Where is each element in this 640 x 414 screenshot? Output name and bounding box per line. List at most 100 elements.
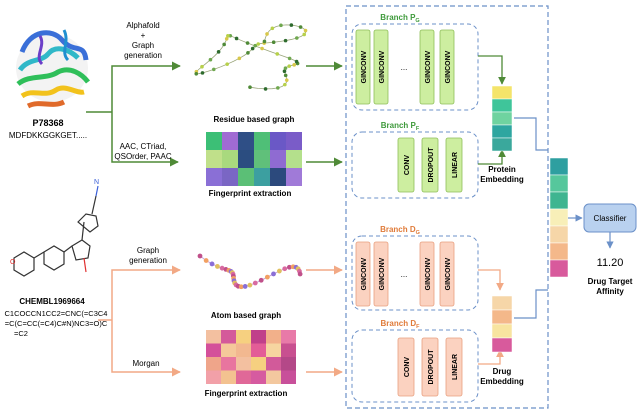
residue-graph-image bbox=[194, 23, 308, 91]
residue-node bbox=[246, 51, 250, 55]
layer-label: DROPOUT bbox=[428, 147, 435, 183]
layer-block bbox=[445, 137, 463, 193]
drug-fingerprint-cell bbox=[251, 330, 266, 344]
drug-fingerprint-cell bbox=[221, 357, 236, 371]
ginconv-block bbox=[419, 241, 435, 307]
drug-fingerprint-cell bbox=[236, 343, 251, 357]
atom-graph-caption: Atom based graph bbox=[211, 311, 281, 320]
combined-embedding-cell bbox=[549, 191, 569, 210]
protein-embedding-cell bbox=[491, 98, 513, 113]
residue-node bbox=[270, 26, 275, 31]
combined-embedding-cell bbox=[549, 259, 569, 278]
protein-embedding-label-line2: Embedding bbox=[480, 175, 524, 184]
residue-node bbox=[295, 36, 299, 40]
branch-df: Branch DF bbox=[351, 319, 479, 403]
residue-chain bbox=[195, 24, 307, 90]
drug-embedding-stack bbox=[491, 295, 513, 353]
affinity-value: 11.20 bbox=[597, 257, 624, 269]
protein-route-graph-line4: generation bbox=[124, 51, 162, 60]
layer-label: CONV bbox=[404, 155, 411, 176]
branch-dg-title: Branch D bbox=[380, 225, 416, 234]
drug-fingerprint-cell bbox=[251, 370, 266, 384]
protein-fingerprint-caption: Fingerprint extraction bbox=[209, 189, 292, 198]
drug-fingerprint-cell bbox=[206, 357, 221, 371]
protein-fingerprint-cell bbox=[206, 132, 222, 150]
protein-fingerprint-cell bbox=[286, 150, 302, 168]
residue-node bbox=[245, 41, 250, 45]
residue-node bbox=[287, 56, 292, 61]
residue-graph-caption: Residue based graph bbox=[214, 115, 295, 124]
ginconv-block bbox=[439, 29, 455, 105]
ginconv-label: GINCONV bbox=[445, 50, 452, 83]
ginconv-label: GINCONV bbox=[445, 257, 452, 290]
atom-node bbox=[197, 253, 203, 259]
layer-ellipsis: ... bbox=[401, 270, 408, 279]
residue-node bbox=[237, 56, 242, 61]
protein-route-graph-line2: + bbox=[141, 31, 146, 40]
ginconv-label: GINCONV bbox=[361, 257, 368, 290]
residue-node bbox=[289, 23, 294, 27]
residue-node bbox=[283, 66, 288, 70]
atom-node bbox=[252, 280, 258, 286]
drug-embedding-cell bbox=[491, 295, 513, 311]
protein-embedding-cell bbox=[491, 124, 513, 139]
residue-node bbox=[248, 85, 252, 89]
protein-fingerprint-cell bbox=[270, 132, 286, 150]
drug-fingerprint-cell bbox=[206, 330, 221, 344]
oxygen-atom-icon: O bbox=[10, 259, 16, 266]
residue-node bbox=[302, 32, 307, 37]
residue-node bbox=[292, 63, 296, 67]
combined-embedding-cell bbox=[549, 157, 569, 176]
residue-node bbox=[271, 40, 276, 45]
drug-fingerprint-cell bbox=[206, 370, 221, 384]
branch-pf: Branch PF bbox=[351, 121, 479, 199]
layer-label: LINEAR bbox=[452, 354, 459, 380]
ginconv-label: GINCONV bbox=[425, 257, 432, 290]
protein-fingerprint-cell bbox=[286, 168, 302, 186]
affinity-label-line2: Affinity bbox=[596, 287, 624, 296]
protein-fingerprint-cell bbox=[270, 150, 286, 168]
drug-fingerprint-cell bbox=[221, 330, 236, 344]
protein-fingerprint-cell bbox=[238, 132, 254, 150]
protein-embedding-cell bbox=[491, 111, 513, 126]
protein-fingerprint-cell bbox=[254, 132, 270, 150]
atom-node bbox=[215, 264, 220, 269]
affinity-label-line1: Drug Target bbox=[588, 277, 633, 286]
drug-fingerprint-cell bbox=[206, 343, 221, 357]
ginconv-block bbox=[373, 29, 389, 105]
combined-embedding-cell bbox=[549, 208, 569, 227]
protein-fingerprint-cell bbox=[254, 150, 270, 168]
residue-node bbox=[275, 52, 280, 56]
classifier-label: Classifier bbox=[594, 214, 627, 223]
residue-node bbox=[212, 67, 216, 72]
residue-node bbox=[194, 71, 199, 76]
protein-to-combined-line bbox=[514, 117, 548, 151]
drug-fingerprint-cell bbox=[266, 343, 281, 357]
residue-node bbox=[263, 87, 268, 91]
protein-embedding-cell bbox=[491, 137, 513, 152]
branch-pg-subscript: G bbox=[415, 18, 419, 24]
combined-embedding-cell bbox=[549, 174, 569, 193]
ginconv-label: GINCONV bbox=[361, 50, 368, 83]
drug-fingerprint-cell bbox=[266, 330, 281, 344]
atom-node bbox=[297, 271, 303, 277]
residue-node bbox=[250, 46, 255, 51]
residue-node bbox=[224, 37, 229, 41]
drug-fingerprint-cell bbox=[236, 330, 251, 344]
atom-node bbox=[264, 274, 270, 280]
branch-df-title: Branch D bbox=[381, 319, 417, 328]
branch-df-subscript: F bbox=[416, 324, 420, 330]
residue-node bbox=[222, 42, 226, 47]
layer-block bbox=[421, 337, 439, 397]
residue-node bbox=[253, 43, 258, 48]
drug-embedding-label-line2: Embedding bbox=[480, 377, 524, 386]
residue-node bbox=[298, 25, 303, 29]
residue-node bbox=[256, 42, 261, 46]
combined-embedding-stack bbox=[549, 157, 569, 278]
protein-fingerprint-cell bbox=[270, 168, 286, 186]
drug-fingerprint-cell bbox=[236, 370, 251, 384]
residue-node bbox=[234, 36, 239, 41]
drug-fingerprint-cell bbox=[236, 357, 251, 371]
